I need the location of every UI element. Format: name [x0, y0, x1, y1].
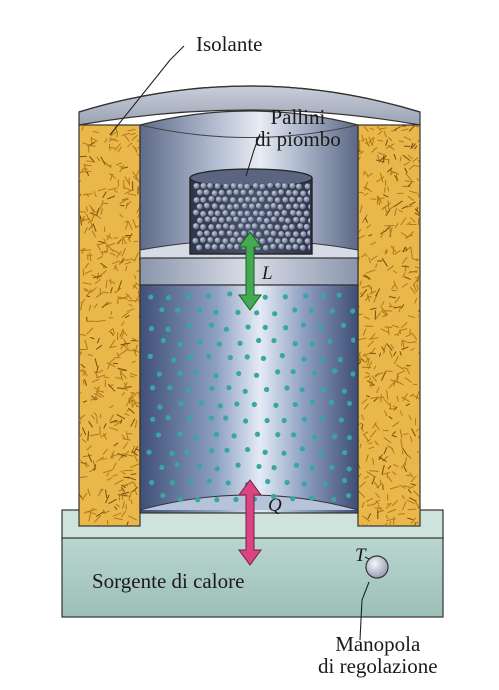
insulation-wall-right: [357, 124, 421, 527]
pallini-pointer: [245, 133, 261, 177]
knob-label: Manopola di regolazione: [318, 633, 438, 677]
knob-label-line2: di regolazione: [318, 654, 438, 679]
temperature-label: T: [355, 545, 366, 566]
isolante-label: Isolante: [196, 32, 263, 56]
pallini-label-line1: Pallini: [270, 105, 326, 129]
manopola-pointer: [359, 581, 370, 641]
pallini-label-line2: di piombo: [255, 127, 341, 152]
work-label: L: [262, 263, 273, 284]
insulation-wall-left: [78, 124, 141, 527]
gas-chamber: [139, 284, 359, 514]
knob-label-line1: Manopola: [335, 632, 421, 656]
heat-source-label: Sorgente di calore: [92, 569, 245, 593]
pallini-label: Pallini di piombo: [255, 106, 341, 150]
temperature-knob-icon[interactable]: [365, 555, 389, 579]
heat-arrow: [238, 479, 262, 566]
heat-label: Q: [268, 495, 282, 516]
insulation-lid: [78, 85, 421, 126]
isolante-pointer: [109, 45, 185, 136]
work-arrow: [238, 231, 262, 311]
